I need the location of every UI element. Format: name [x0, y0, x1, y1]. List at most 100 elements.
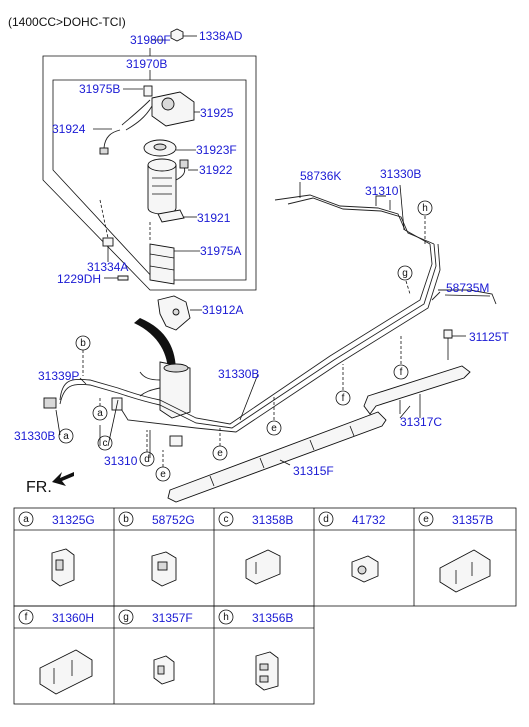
- svg-text:a: a: [97, 408, 103, 419]
- table-part-number: 31360H: [52, 611, 94, 625]
- table-cell-h: h 31356B: [218, 609, 293, 691]
- callout-31924: 31924: [52, 122, 86, 136]
- callout-58736k: 58736K: [300, 169, 341, 183]
- callout-31912a: 31912A: [202, 303, 243, 317]
- table-cell-d: d 41732: [318, 511, 386, 583]
- svg-text:e: e: [217, 448, 223, 459]
- callout-labels: 31980F 1338AD 31970B 31975B 31925 31924 …: [14, 29, 509, 478]
- callout-31925: 31925: [200, 106, 234, 120]
- svg-text:f: f: [400, 367, 403, 378]
- svg-text:c: c: [224, 514, 229, 525]
- bracket-31975a: [149, 243, 200, 285]
- callout-31125t: 31125T: [469, 330, 509, 344]
- front-indicator: FR.: [26, 472, 74, 496]
- front-arrow-icon: [52, 472, 74, 486]
- table-cell-b: b 58752G: [118, 511, 195, 587]
- callout-31315f: 31315F: [293, 464, 334, 478]
- svg-text:c: c: [103, 438, 108, 449]
- fuel-filter-detail-box: [42, 55, 257, 291]
- callout-31310-bottom: 31310: [104, 454, 138, 468]
- svg-text:f: f: [342, 393, 345, 404]
- valve-bracket-31925: [151, 91, 200, 127]
- callout-31922: 31922: [199, 163, 233, 177]
- bolt-31125t: [443, 329, 466, 360]
- clamp-31921: [157, 209, 197, 223]
- marker-f-1: f: [335, 390, 351, 406]
- parts-table: [13, 507, 517, 705]
- diagram-markers: b a a c d e e e f f g h: [58, 200, 433, 482]
- installed-filter: [139, 361, 191, 419]
- clip-31334a: [102, 237, 114, 262]
- marker-d: d: [139, 451, 155, 467]
- svg-text:h: h: [422, 203, 428, 214]
- screw-1229dh: [104, 275, 129, 281]
- svg-text:e: e: [271, 423, 277, 434]
- marker-g: g: [397, 265, 413, 281]
- callout-31330b-top: 31330B: [380, 167, 421, 181]
- svg-text:g: g: [402, 268, 408, 279]
- callout-31339p: 31339P: [38, 369, 79, 383]
- table-cell-f: f 31360H: [18, 609, 94, 695]
- callout-58735m: 58735M: [446, 281, 489, 295]
- callout-31334a: 31334A: [87, 260, 128, 274]
- engine-note: (1400CC>DOHC-TCI): [8, 15, 126, 29]
- table-part-number: 31357B: [452, 513, 493, 527]
- marker-e-1: e: [155, 466, 171, 482]
- fuel-filter-31922: [147, 158, 198, 215]
- table-cell-g: g 31357F: [118, 609, 193, 685]
- svg-text:b: b: [123, 514, 129, 525]
- callout-31923f: 31923F: [196, 143, 237, 157]
- marker-h: h: [417, 200, 433, 216]
- table-part-number: 58752G: [152, 513, 195, 527]
- svg-text:b: b: [80, 338, 86, 349]
- callout-31975a: 31975A: [200, 244, 241, 258]
- fuel-lines-main: [59, 194, 497, 433]
- marker-e-2: e: [212, 445, 228, 461]
- svg-text:f: f: [25, 612, 28, 623]
- svg-text:h: h: [223, 612, 229, 623]
- leader-lines: [55, 182, 491, 466]
- callout-31975b: 31975B: [79, 82, 120, 96]
- table-cell-e: e 31357B: [418, 511, 493, 593]
- callout-31330b-left: 31330B: [14, 429, 55, 443]
- bracket-31912a: [157, 295, 202, 331]
- table-part-number: 31356B: [252, 611, 293, 625]
- frame-31315f: [167, 411, 387, 503]
- hose-assembly-31924: [93, 99, 153, 155]
- svg-text:a: a: [23, 514, 29, 525]
- marker-dashes: [82, 216, 426, 467]
- bolt-1338ad: [170, 28, 197, 42]
- marker-f-2: f: [393, 364, 409, 380]
- callout-31970b: 31970B: [126, 57, 167, 71]
- table-part-number: 31325G: [52, 513, 95, 527]
- front-label: FR.: [26, 479, 52, 496]
- table-part-number: 31357F: [152, 611, 193, 625]
- callout-1338ad: 1338AD: [199, 29, 243, 43]
- callout-31921: 31921: [197, 211, 231, 225]
- svg-text:d: d: [144, 454, 150, 465]
- seal-cap-31923f: [143, 139, 196, 157]
- fitting-31975b: [123, 85, 153, 97]
- callout-1229dh: 1229DH: [57, 272, 101, 286]
- marker-e-3: e: [266, 420, 282, 436]
- table-cell-a: a 31325G: [18, 511, 95, 587]
- callout-31330b-mid: 31330B: [218, 367, 259, 381]
- svg-text:e: e: [423, 514, 429, 525]
- callout-31980f: 31980F: [130, 33, 171, 47]
- table-part-number: 41732: [352, 513, 386, 527]
- marker-a-1: a: [92, 405, 108, 421]
- marker-a-2: a: [58, 428, 74, 444]
- table-cell-c: c 31358B: [218, 511, 293, 585]
- callout-31317c: 31317C: [400, 415, 442, 429]
- table-part-number: 31358B: [252, 513, 293, 527]
- svg-text:a: a: [63, 431, 69, 442]
- marker-c: c: [97, 435, 113, 451]
- callout-31310-top: 31310: [365, 184, 399, 198]
- frame-31317c: [363, 365, 471, 418]
- svg-text:g: g: [123, 612, 129, 623]
- marker-b-top: b: [75, 335, 91, 351]
- left-connector: [43, 397, 57, 409]
- svg-text:e: e: [160, 469, 166, 480]
- svg-text:d: d: [323, 514, 329, 525]
